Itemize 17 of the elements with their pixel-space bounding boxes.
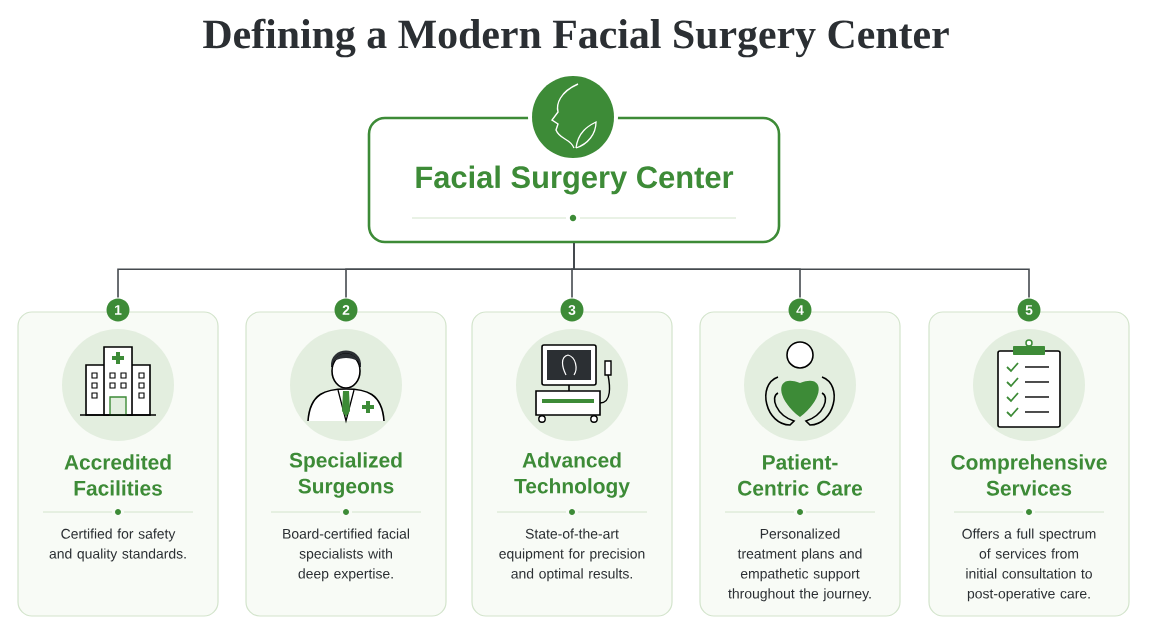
number-badge: 3 (560, 298, 584, 322)
card-heading: Comprehensive Services (951, 454, 1107, 496)
card-heading: Patient-Centric Care (738, 454, 863, 496)
card-description: State-of-the-art equipment for precision and optimal results. (499, 528, 645, 582)
card-description: Certified for safety and quality standards. (49, 528, 186, 562)
card-heading: Specialized Surgeons (289, 452, 402, 498)
card-heading: Accredited Facilities (64, 454, 171, 496)
number-badge: 4 (788, 298, 812, 322)
title: Defining a Modern Facial Surgery Center (203, 18, 949, 58)
card-description: Board-certified facial specialists with deep expertise. (283, 528, 409, 582)
card-heading: Advanced Technology (514, 452, 630, 498)
card-description: Offers a full spectrum of services from initial consultation to post-operative care. (962, 528, 1096, 602)
card-description: Personalized treatment plans and empathetic support throughout the journey. (728, 528, 871, 602)
connector-line (573, 242, 1030, 299)
number-badge: 2 (334, 298, 358, 322)
number-badge: 5 (1017, 298, 1041, 322)
number-badge: 1 (106, 298, 130, 322)
